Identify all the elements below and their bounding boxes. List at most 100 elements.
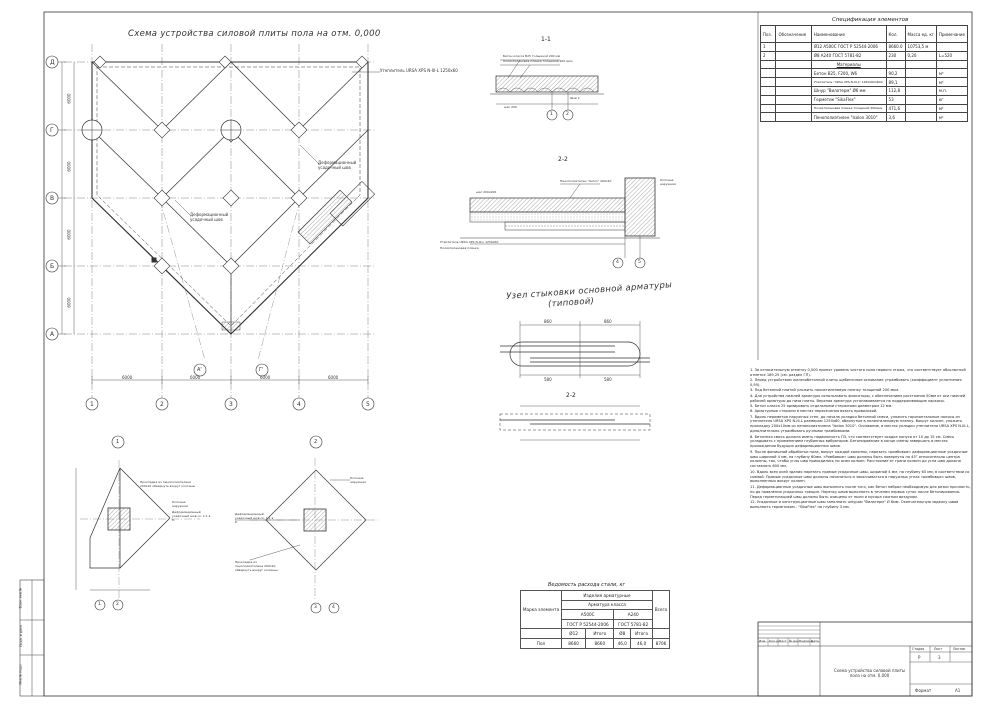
steel-total-header: Всего: [652, 589, 670, 630]
spec-cell: [759, 85, 777, 96]
stamp-col-sign: Подпись: [799, 639, 813, 643]
joint-detail: [499, 321, 651, 441]
section-1-1-title: 1-1: [541, 36, 551, 43]
detail-1: [75, 435, 200, 611]
steel-diam: Ø8: [613, 628, 632, 639]
spec-cell: [935, 59, 969, 70]
stamp-stage-header: Стадия: [912, 647, 925, 651]
side-label-sign: Подп. и дата: [18, 625, 23, 647]
spec-col-designation: Обозначение: [775, 25, 812, 43]
dim-row-1: 6000: [66, 93, 72, 104]
steel-rebar-header: Изделия арматурные: [561, 590, 653, 601]
spec-cell: 112,8: [885, 85, 906, 96]
spec-cell: 10753,5 м: [904, 42, 937, 52]
spec-cell: 8660.0: [885, 42, 906, 52]
spec-cell: [885, 59, 906, 70]
axis-row-G: Г: [50, 127, 54, 134]
section-1-1: [490, 59, 604, 121]
s22-label-5: Полиэтиленовая плёнка: [440, 246, 479, 250]
spec-cell: [759, 112, 777, 123]
spec-col-pos: Поз.: [759, 25, 777, 43]
d2-axis-4: 4: [332, 605, 335, 610]
dim-col-3: 6000: [260, 375, 271, 380]
spec-cell: м²: [935, 112, 969, 123]
table-row: Марка элемента Изделия арматурные Всего: [520, 589, 670, 630]
stamp-col-date: Дата: [811, 639, 819, 643]
steel-cell: [652, 628, 670, 639]
grid-lines: [64, 44, 376, 398]
dim-col-2: 6000: [190, 375, 201, 380]
spec-cell: 230: [885, 50, 906, 61]
s22-axis-5: 5: [638, 260, 641, 265]
steel-cell: Пол: [520, 637, 562, 649]
steel-cell: 8706: [652, 637, 670, 649]
dim-col-4: 6000: [328, 375, 339, 380]
dim-row-2: 6000: [66, 161, 72, 172]
note-item: 4. Для устройства нижней арматуры исполь…: [750, 393, 966, 403]
spec-cell: Герметик "SikaFlex": [810, 94, 887, 105]
side-label-replace: Взам. инв.№: [18, 587, 23, 609]
spec-cell: [904, 85, 937, 96]
section-2-2-top: [460, 177, 660, 269]
note-item: 10. Вдоль всех осей здания нарезать прям…: [750, 469, 970, 484]
note-item: 5. Бетон класса 25 армировать отдельными…: [750, 403, 893, 408]
spec-cell: [775, 42, 812, 52]
spec-cell: [904, 77, 937, 87]
detail-2: [235, 435, 380, 614]
steel-cell: 8660: [585, 637, 615, 649]
note-item: 12. Усадочные и конструкционные швы запо…: [750, 499, 959, 509]
spec-cell: Шнур "Вилатерм" Ø6 мм: [810, 85, 887, 96]
d2-label-1: Колонна наружная: [350, 476, 366, 484]
spec-cell: [775, 68, 812, 79]
axis-row-V: В: [50, 195, 55, 202]
spec-cell: [759, 68, 777, 79]
spec-cell: Полиэтиленовая плёнка толщиной 200мкм: [810, 103, 887, 114]
steel-cell: 8660: [560, 637, 587, 649]
spec-cell: м.п.: [935, 85, 969, 96]
jd-dim-3: 580: [544, 377, 552, 382]
insulation-contour: [96, 66, 361, 327]
spec-cell: [759, 77, 777, 87]
steel-cell: [520, 628, 562, 639]
spec-cell: 471,6: [885, 103, 906, 114]
spec-table: Поз. Обозначение Наименование Кол. Масса…: [759, 25, 969, 123]
spec-col-mass: Масса ед. кг: [904, 25, 937, 43]
stamp-sheet-value: 3: [938, 655, 941, 660]
stamp-sheet-title: Схема устройства силовой плиты пола на о…: [833, 668, 906, 678]
s11-label-2: Полиэтиленовая плёнка толщиной 200 мкм: [503, 59, 573, 63]
detail-1-number: 1: [116, 439, 120, 445]
s22-label-4: Утеплитель URSA XPS N-III-L 1250х60: [440, 240, 499, 244]
spec-cell: 0,20: [904, 50, 937, 61]
main-plan: [45, 44, 380, 411]
spec-cell: 89,1: [885, 77, 906, 87]
spec-cell: [775, 85, 812, 96]
steel-diam: Итого: [585, 628, 615, 639]
stamp-col-change: Изм.: [759, 639, 767, 643]
stamp-col-qty: Кол.уч: [769, 639, 780, 643]
spec-cell: [759, 103, 777, 114]
spec-header-row: Поз. Обозначение Наименование Кол. Масса…: [759, 25, 969, 43]
spec-cell-section: Материалы: [810, 59, 887, 70]
d2-axis-3: 3: [314, 605, 317, 610]
spec-cell: [904, 112, 937, 123]
d1-axis-2: 2: [116, 602, 119, 607]
spec-cell: 53: [885, 94, 906, 105]
spec-cell: 2: [759, 50, 777, 61]
table-row: Пол 8660 8660 46,0 46,0 8706: [520, 637, 670, 649]
s11-label-4: шаг 200: [504, 105, 517, 109]
table-row: Утеплитель "URSA XPS N-III-L" 1250х60х60…: [759, 77, 969, 87]
steel-mark-header: Марка элемента: [520, 589, 562, 630]
d2-label-2: Прокладка из пенополиэтилена 200х10 обве…: [235, 560, 278, 572]
steel-diam: Ø12: [560, 628, 587, 639]
dim-row-4: 6000: [66, 297, 72, 308]
axis-col-4: 4: [297, 401, 301, 408]
axis-col-3: 3: [229, 401, 233, 408]
note-item: 7. Вдоль периметра наружных стен, до нач…: [750, 414, 970, 434]
stamp-format-label: Формат: [915, 688, 932, 693]
steel-table: Марка элемента Изделия арматурные Всего …: [520, 589, 670, 649]
